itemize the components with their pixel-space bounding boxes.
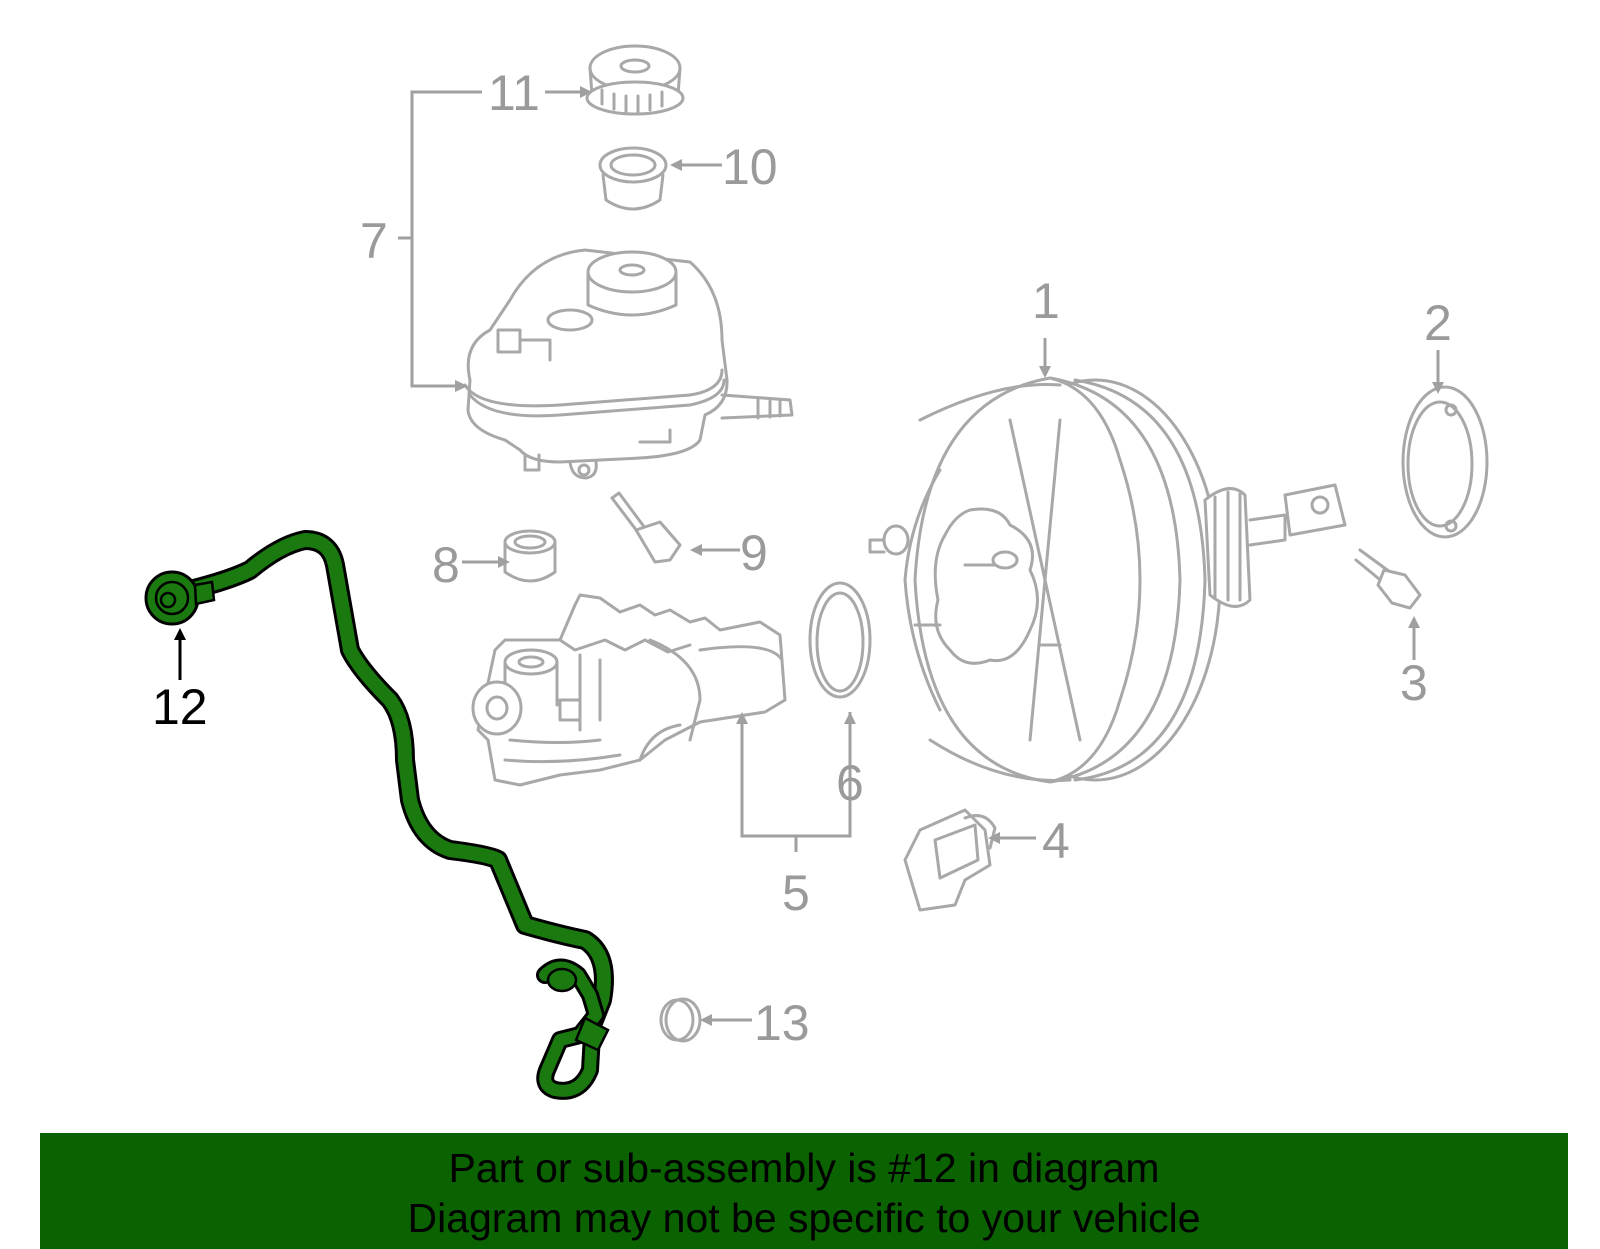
part-2-gasket[interactable] <box>1401 385 1489 539</box>
part-4-sensor[interactable] <box>903 808 997 912</box>
banner-line-1: Part or sub-assembly is #12 in diagram <box>448 1145 1160 1191</box>
callout-1: 1 <box>1032 273 1060 329</box>
part-10-strainer[interactable] <box>598 146 668 211</box>
banner-line-2: Diagram may not be specific to your vehi… <box>407 1195 1201 1241</box>
part-1-brake-booster[interactable] <box>868 376 1347 784</box>
part-12-vacuum-hose[interactable] <box>144 530 614 1100</box>
callout-13: 13 <box>754 995 810 1051</box>
callout-10: 10 <box>722 139 778 195</box>
info-banner: Part or sub-assembly is #12 in diagram D… <box>40 1133 1568 1249</box>
leader-lines <box>174 86 1444 1026</box>
callout-numbers: 11 10 7 1 2 9 8 3 6 4 5 13 12 <box>152 65 1452 1051</box>
parts-diagram: 11 10 7 1 2 9 8 3 6 4 5 13 12 <box>144 44 1489 1100</box>
callout-7: 7 <box>360 213 388 269</box>
callout-5: 5 <box>782 865 810 921</box>
callout-12: 12 <box>152 679 208 735</box>
callout-3: 3 <box>1400 655 1428 711</box>
callout-11: 11 <box>488 65 540 121</box>
callout-9: 9 <box>740 525 768 581</box>
part-11-reservoir-cap[interactable] <box>585 44 685 116</box>
part-9-pin[interactable] <box>610 491 682 564</box>
callout-4: 4 <box>1042 813 1070 869</box>
part-5-master-cylinder[interactable] <box>471 593 787 787</box>
part-8-seal[interactable] <box>503 529 557 583</box>
part-13-grommet[interactable] <box>659 997 702 1043</box>
part-6-seal-ring[interactable] <box>808 581 872 699</box>
callout-6: 6 <box>836 755 864 811</box>
callout-2: 2 <box>1424 295 1452 351</box>
callout-8: 8 <box>432 537 460 593</box>
part-3-bolt[interactable] <box>1354 548 1422 610</box>
part-7-fluid-reservoir[interactable] <box>463 248 794 480</box>
